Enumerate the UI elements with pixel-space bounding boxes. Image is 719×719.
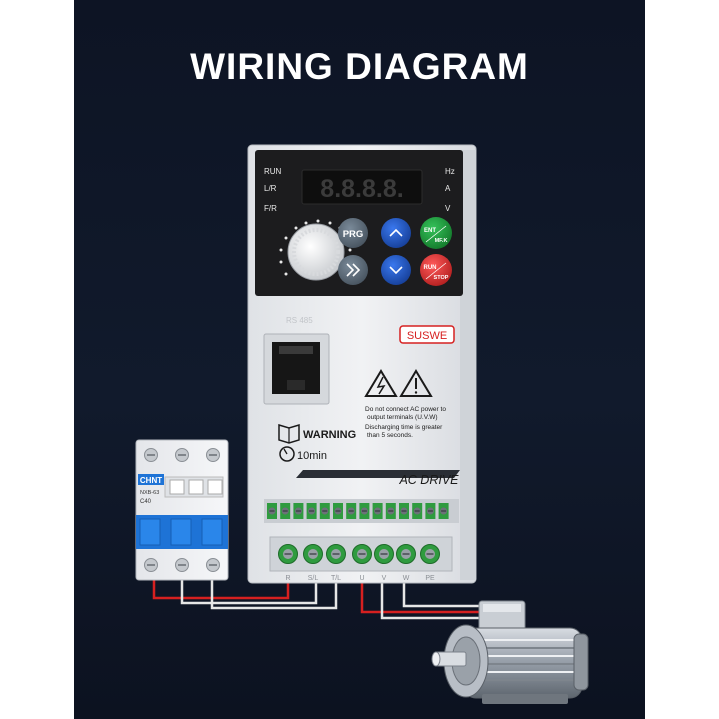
control-terminal[interactable] [267,503,277,519]
timer-icon [279,446,295,462]
wire-red-input [152,578,290,600]
control-terminal[interactable] [385,503,396,519]
motor-feet [482,694,568,704]
breaker-screw [144,558,158,572]
breaker-brand: CHNT [140,476,162,485]
brand-badge [399,325,455,344]
wiring-diagram: RUN L/R F/R Hz A V 8.8.8.8. [135,144,589,704]
power-terminal[interactable] [374,544,394,564]
control-terminal[interactable] [333,503,343,519]
terminal-label-r: R [285,575,290,582]
rj45-port[interactable] [263,333,330,405]
manual-icon [278,423,300,444]
terminal-label-t: T/L [331,575,341,582]
wire-white-input-1 [180,578,318,605]
control-terminal[interactable] [319,503,330,519]
knob-dial[interactable] [287,223,345,281]
breaker-screw [175,558,189,572]
chevron-down-icon [389,266,403,275]
mfk-key-label: MF.K [435,238,448,244]
breaker-top-screws [144,448,220,462]
terminal-label-v: V [382,575,387,582]
indicator-lr: L/R [264,184,277,193]
diagram-canvas: WIRING DIAGRAM [74,0,645,719]
warning-label: WARNING [303,429,356,441]
control-terminal[interactable] [425,503,436,519]
down-key[interactable] [381,255,411,285]
note-line-4: than 5 seconds. [367,432,413,439]
double-chevron-right-icon [346,263,355,277]
indicator-run: RUN [264,167,282,176]
control-terminal[interactable] [280,503,291,519]
power-terminal[interactable] [420,544,440,564]
power-terminals [278,544,440,564]
terminal-label-w: W [403,575,410,582]
motor-terminal-box [478,600,526,632]
terminal-labels: R S/L T/L U V W PE [285,575,435,582]
control-terminal[interactable] [306,503,317,519]
control-terminal[interactable] [346,503,357,519]
terminal-label-u: U [359,575,364,582]
motor-fan-cover [573,633,589,691]
note-line-3: Discharging time is greater [365,424,443,431]
time-label: 10min [297,450,327,462]
indicator-a: A [445,184,451,193]
wire-group [152,578,512,632]
control-terminal[interactable] [359,503,370,519]
ent-key-label: ENT [424,228,436,234]
prg-key-label: PRG [343,229,364,240]
run-stop-key[interactable]: RUN STOP [420,254,452,286]
breaker-handle[interactable] [164,476,224,498]
prg-key[interactable]: PRG [338,218,368,248]
terminal-label-s: S/L [308,575,319,582]
drive-side-rail [460,150,476,580]
led-display [301,169,423,205]
wire-white-input-2 [210,578,338,610]
diagram-title: WIRING DIAGRAM [190,46,529,87]
product-stripe [296,470,460,478]
chevron-up-icon [389,228,403,237]
power-terminal[interactable] [303,544,323,564]
terminal-label-pe: PE [425,575,435,582]
breaker-screw [144,448,158,462]
circuit-breaker: CHNT NXB-63 C40 [135,439,229,581]
port-label: RS 485 [286,316,313,325]
breaker-screw [175,448,189,462]
electric-motor-icon [431,600,589,704]
speed-knob[interactable] [279,219,352,281]
brand-label: SUSWE [407,330,447,342]
motor-shaft [431,651,467,667]
control-terminal[interactable] [399,503,409,519]
control-terminal[interactable] [293,503,304,519]
shift-key[interactable] [338,255,368,285]
power-terminal[interactable] [396,544,416,564]
power-terminal[interactable] [352,544,372,564]
led-display-value: 8.8.8.8. [320,175,403,203]
control-terminal[interactable] [372,503,383,519]
breaker-model: NXB-63 [140,490,159,496]
power-terminal[interactable] [326,544,346,564]
power-terminal[interactable] [278,544,298,564]
breaker-screw [206,558,220,572]
ent-key[interactable]: ENT MF.K [420,217,452,249]
indicator-v: V [445,204,451,213]
ac-drive: RUN L/R F/R Hz A V 8.8.8.8. [247,144,477,584]
stop-key-label: STOP [434,275,449,281]
brand-plate [138,474,164,485]
note-line-2: output terminals (U.V.W) [367,414,438,421]
breaker-screw [206,448,220,462]
indicator-hz: Hz [445,167,455,176]
breaker-bottom-screws [144,558,220,572]
electric-hazard-icon [364,369,398,397]
indicator-fr: F/R [264,204,277,213]
run-key-label: RUN [424,265,437,271]
up-key[interactable] [381,218,411,248]
control-terminals [267,503,449,519]
control-terminal[interactable] [438,503,449,519]
control-terminal[interactable] [412,503,423,519]
note-line-1: Do not connect AC power to [365,406,446,413]
product-label: AC DRIVE [398,473,459,487]
breaker-rating: C40 [140,499,152,505]
caution-icon [399,369,433,397]
